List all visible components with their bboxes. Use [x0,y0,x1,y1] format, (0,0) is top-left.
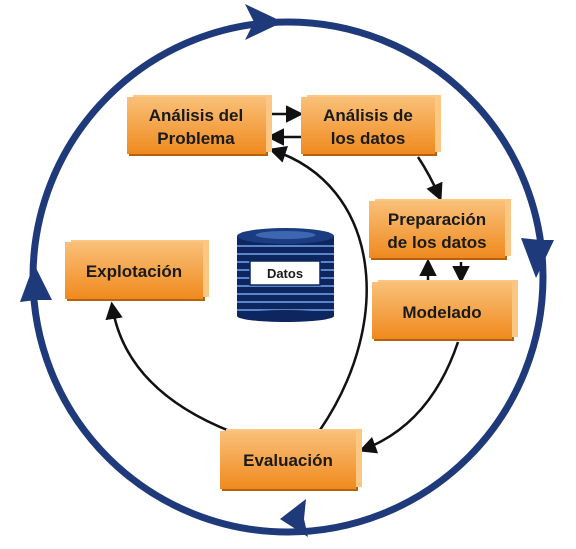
phase-label-line: Modelado [402,303,481,322]
database-label: Datos [267,266,303,281]
phase-label-line: de los datos [387,233,486,252]
phase-label-line: Problema [157,129,235,148]
outer-cycle-ring [20,4,554,537]
arrow-evaluacion-to-explotacion [105,301,233,434]
ring-arrowhead-top [245,4,283,40]
flow-arrows [105,105,470,454]
ring-arrowhead-bottom [280,499,308,537]
phase-preparacion-datos: Preparación de los datos [369,199,511,260]
arrow-evaluacion-to-problema [268,146,368,431]
phase-label-line: Explotación [86,262,182,281]
phase-analisis-datos: Análisis de los datos [301,95,441,156]
arrow-modelado-to-evaluacion [358,341,460,454]
phase-label-line: Análisis del [149,106,243,125]
phase-label-line: Preparación [388,210,486,229]
database-label-box [249,260,321,286]
phase-label-line: los datos [331,129,406,148]
ring-arrowhead-left [20,264,52,302]
phase-analisis-problema: Análisis del Problema [127,95,272,156]
ring-arrowhead-right [521,238,554,278]
database-cylinder-icon: Datos [237,228,334,322]
phase-label-line: Evaluación [243,451,333,470]
phase-evaluacion: Evaluación [220,429,362,491]
phase-explotacion: Explotación [65,240,209,301]
arrow-datos-to-preparacion [416,156,443,202]
phase-label-line: Análisis de [323,106,413,125]
phase-modelado: Modelado [372,280,518,341]
